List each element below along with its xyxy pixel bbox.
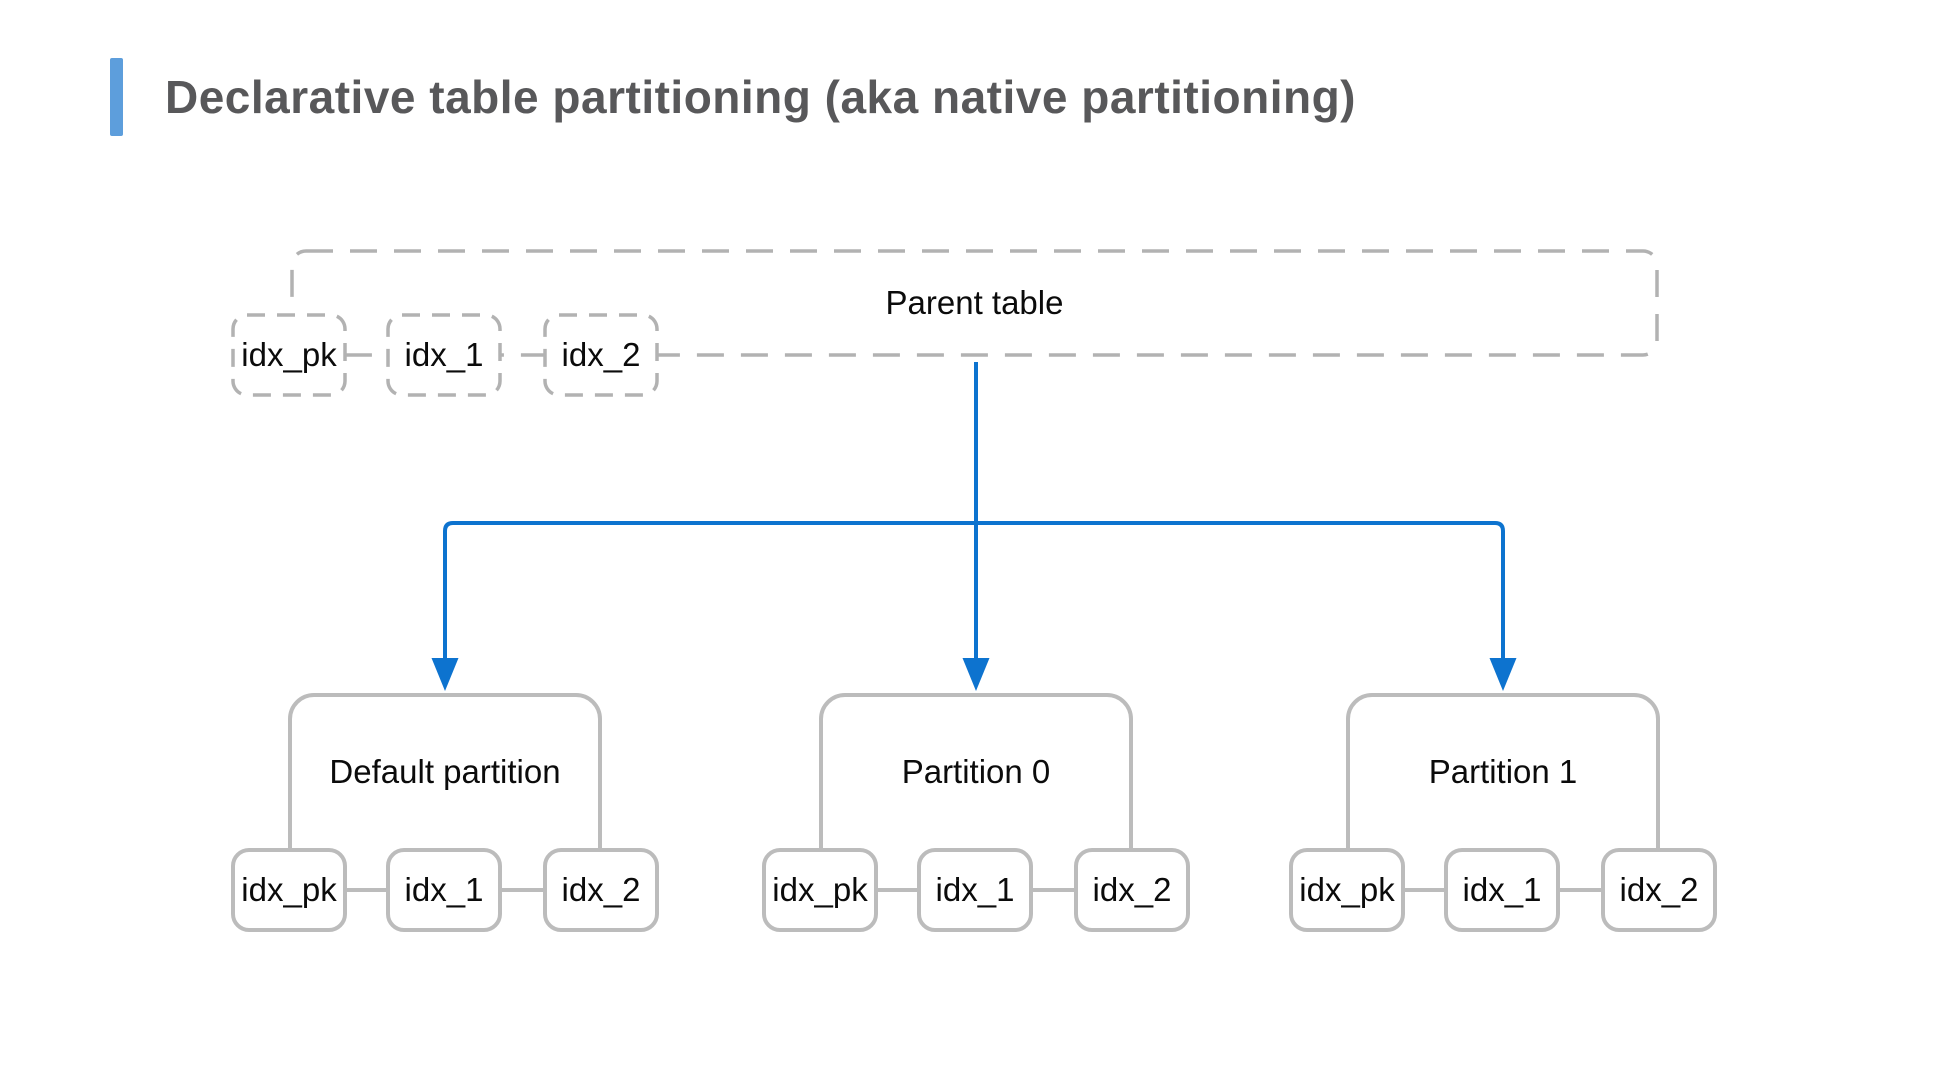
partition1-index-label-idx-2: idx_2 (1619, 871, 1699, 908)
partition0-index-label-idx-2: idx_2 (1092, 871, 1172, 908)
parent-index-label-idx-2: idx_2 (561, 336, 641, 373)
partition0-index-box-idx-pk (762, 848, 878, 932)
default-index-label-idx-2: idx_2 (561, 871, 641, 908)
parent-table-label: Parent table (885, 284, 1064, 321)
arrow-line-left (443, 521, 976, 662)
parent-index-box-idx-1 (386, 313, 502, 397)
page-title: Declarative table partitioning (aka nati… (165, 71, 1357, 123)
partition1-label: Partition 1 (1428, 753, 1578, 790)
title-row: Declarative table partitioning (aka nati… (110, 58, 1356, 136)
partition1-index-box-idx-2 (1601, 848, 1717, 932)
partition1-index-box-idx-1 (1444, 848, 1560, 932)
parent-index-box-idx-2 (543, 313, 659, 397)
arrow-line-right (976, 521, 1505, 662)
partition0-index-label-idx-pk: idx_pk (772, 871, 868, 908)
arrow-heads (431, 658, 1517, 691)
partition1-index-label-idx-1: idx_1 (1462, 871, 1542, 908)
parent-index-label-idx-pk: idx_pk (241, 336, 337, 373)
arrowhead-right (1489, 658, 1517, 691)
default-index-box-idx-2 (543, 848, 659, 932)
default-index-label-idx-1: idx_1 (404, 871, 484, 908)
partition1-index-label-idx-pk: idx_pk (1299, 871, 1395, 908)
partition0-index-label-idx-1: idx_1 (935, 871, 1015, 908)
title-accent-bar (110, 58, 123, 136)
partition1-index-box-idx-pk (1289, 848, 1405, 932)
default-index-box-idx-pk (231, 848, 347, 932)
default-index-box-idx-1 (386, 848, 502, 932)
default-index-label-idx-pk: idx_pk (241, 871, 337, 908)
parent-index-label-idx-1: idx_1 (404, 336, 484, 373)
parent-index-box-idx-pk (231, 313, 347, 397)
arrowhead-center (962, 658, 990, 691)
default-partition-label: Default partition (329, 753, 561, 790)
partition0-label: Partition 0 (901, 753, 1051, 790)
partition0-index-box-idx-1 (917, 848, 1033, 932)
arrow-tree (443, 362, 1505, 662)
parent-table-box (290, 249, 1659, 357)
partition0-index-box-idx-2 (1074, 848, 1190, 932)
arrowhead-left (431, 658, 459, 691)
